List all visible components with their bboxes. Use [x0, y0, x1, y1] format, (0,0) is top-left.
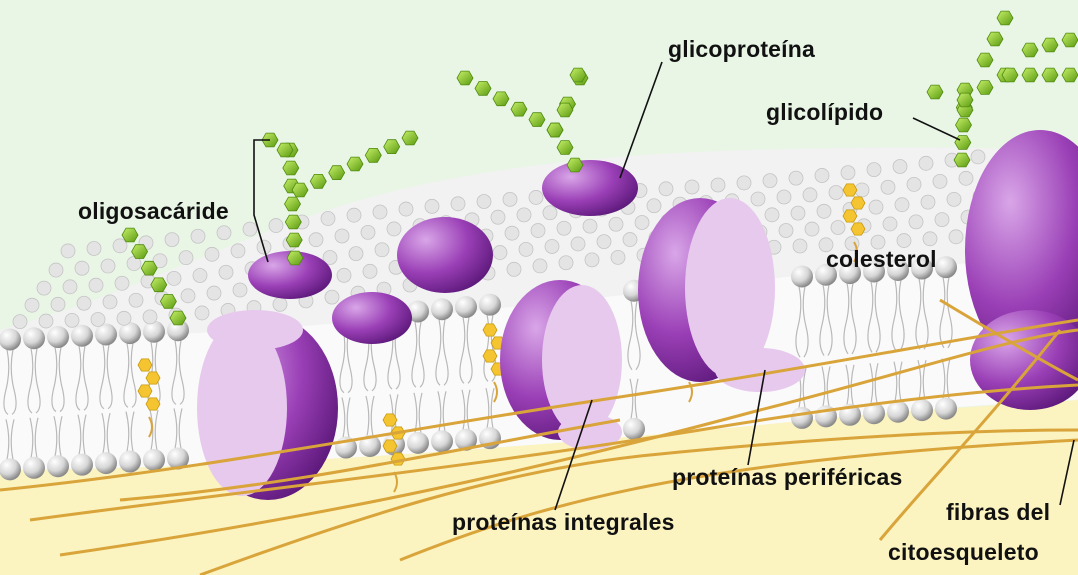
label-citoesqueleto: citoesqueleto — [888, 539, 1039, 565]
label-proteinas-integrales: proteínas integrales — [452, 509, 675, 535]
label-proteinas-perifericas: proteínas periféricas — [672, 464, 902, 490]
label-glicoproteina: glicoproteína — [668, 36, 815, 62]
label-glicolipido: glicolípido — [766, 99, 883, 125]
label-colesterol: colesterol — [826, 246, 937, 272]
label-oligosacaride: oligosacáride — [78, 198, 229, 224]
label-fibras-del: fibras del — [946, 499, 1050, 525]
